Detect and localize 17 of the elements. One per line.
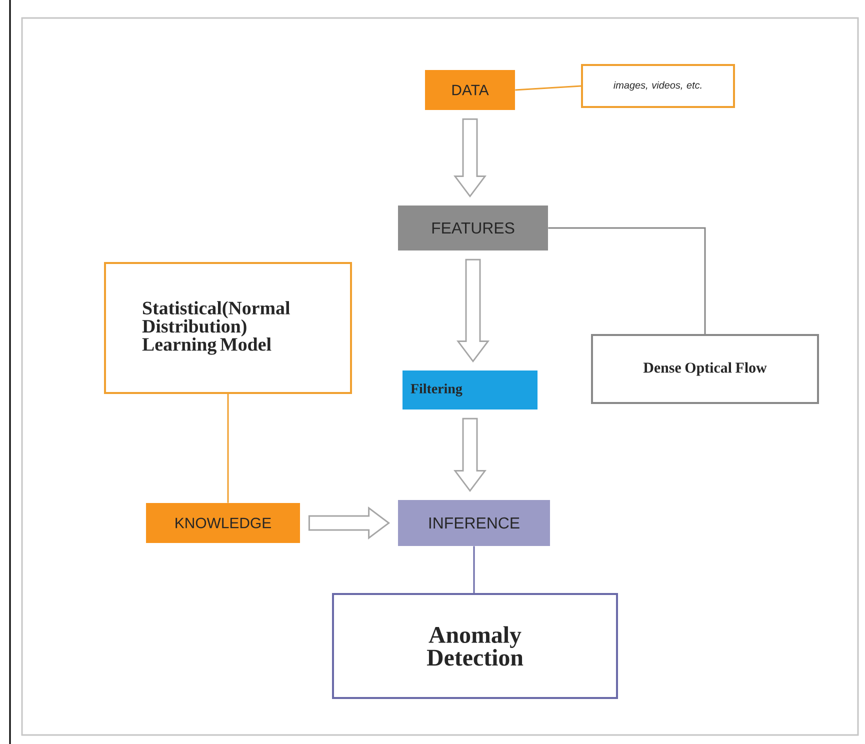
block-arrow	[456, 258, 490, 363]
model-box: Statistical(Normal Distribution) Learning Model	[104, 262, 352, 394]
process-box: KNOWLEDGE	[146, 502, 300, 543]
result-box: Anomaly Detection	[332, 592, 618, 699]
process-box: INFERENCE	[398, 500, 550, 546]
method-box: Dense Optical Flow	[591, 334, 819, 404]
process-box: DATA	[425, 70, 515, 110]
connector-line	[548, 227, 706, 334]
block-arrow	[454, 118, 486, 198]
connector-line	[227, 394, 229, 503]
block-arrow	[308, 506, 390, 540]
note-box: images, videos, etc.	[581, 64, 735, 108]
process-box: FEATURES	[398, 205, 548, 250]
block-arrow	[454, 418, 486, 492]
process-box: Filtering	[402, 370, 538, 410]
connector-line	[515, 85, 582, 91]
connector-line	[473, 546, 475, 593]
